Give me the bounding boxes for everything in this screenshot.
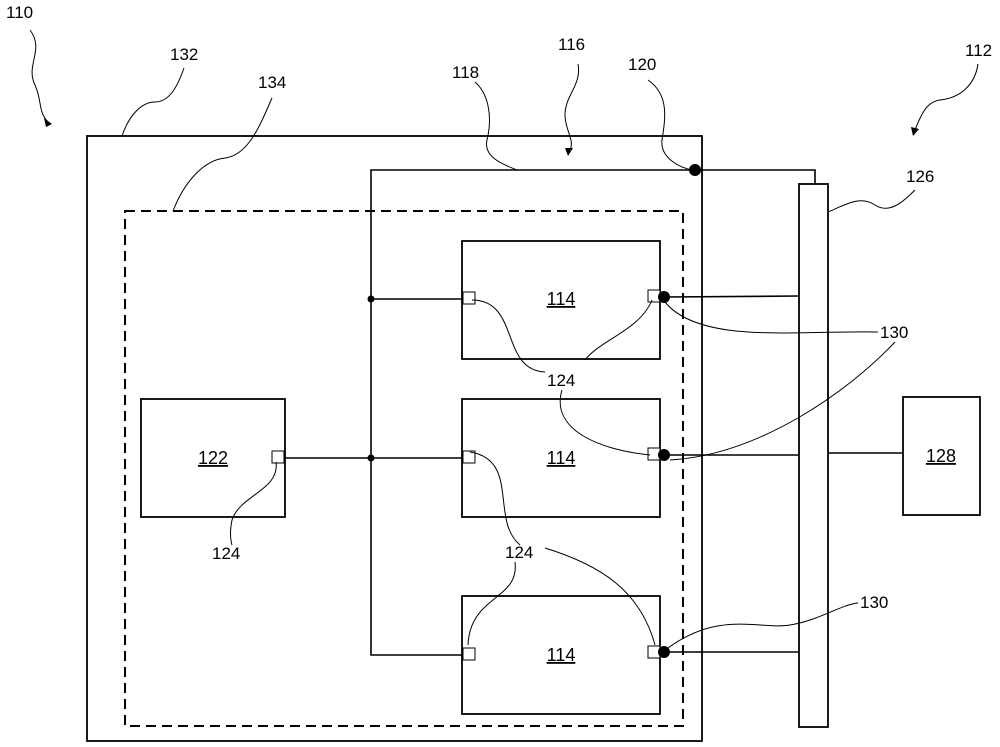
label-116: 116 bbox=[558, 35, 585, 54]
junction-dot-middle bbox=[368, 455, 375, 462]
arrowhead-110 bbox=[44, 118, 52, 127]
junction-dot-top bbox=[368, 296, 375, 303]
label-130: 130 bbox=[880, 323, 908, 342]
leader-112 bbox=[915, 64, 978, 130]
leader-132 bbox=[122, 68, 184, 136]
connection-node-middle bbox=[658, 449, 670, 461]
module-top-label: 114 bbox=[547, 289, 576, 309]
label-124-controller: 124 bbox=[212, 544, 240, 563]
label-110: 110 bbox=[6, 3, 33, 22]
leader-120 bbox=[648, 80, 693, 170]
leader-130-c bbox=[668, 603, 858, 648]
leader-118 bbox=[475, 82, 517, 170]
label-118: 118 bbox=[452, 63, 479, 82]
leader-110 bbox=[30, 30, 48, 122]
controller-label: 122 bbox=[198, 448, 228, 468]
arrowhead-112 bbox=[911, 127, 919, 136]
leader-130-a bbox=[665, 302, 878, 333]
label-112: 112 bbox=[965, 41, 992, 60]
module-bottom-label: 114 bbox=[547, 645, 576, 665]
module-middle-label: 114 bbox=[547, 448, 576, 468]
module-top-port-in bbox=[463, 292, 475, 304]
module-bottom-port-in bbox=[463, 648, 475, 660]
label-126: 126 bbox=[906, 167, 934, 186]
external-bus-bar bbox=[799, 184, 828, 727]
label-134: 134 bbox=[258, 73, 286, 92]
leader-116 bbox=[565, 64, 579, 150]
label-120: 120 bbox=[628, 55, 656, 74]
label-124-middle: 124 bbox=[547, 371, 575, 390]
controller-port bbox=[272, 451, 284, 463]
arrowhead-116 bbox=[565, 148, 573, 156]
label-124-lower: 124 bbox=[505, 543, 533, 562]
label-130-lower: 130 bbox=[860, 593, 888, 612]
leader-126 bbox=[828, 190, 915, 212]
connection-top bbox=[664, 296, 799, 297]
connection-node-top bbox=[658, 291, 670, 303]
leader-134 bbox=[173, 98, 272, 211]
label-132: 132 bbox=[170, 45, 198, 64]
external-device-label: 128 bbox=[926, 446, 956, 466]
leader-130-b bbox=[670, 342, 895, 460]
